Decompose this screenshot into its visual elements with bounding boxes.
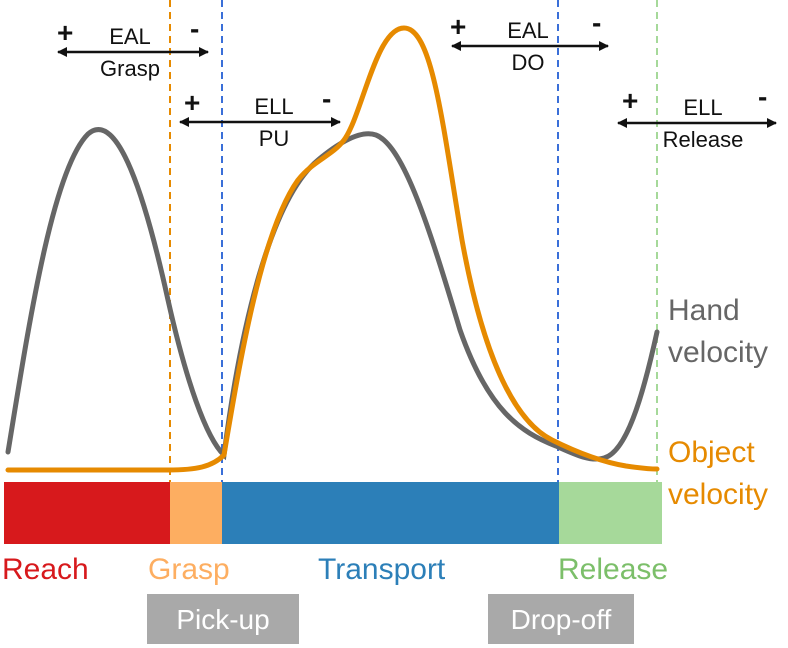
event-box-pickup <box>147 594 299 644</box>
interval-ell-pu-minus: - <box>322 83 331 114</box>
phase-label-grasp: Grasp <box>148 553 230 586</box>
interval-ell-release-top: ELL <box>683 95 722 120</box>
phase-bar-reach <box>4 482 170 544</box>
interval-eal-grasp-plus: + <box>57 17 73 48</box>
interval-eal-grasp-bottom: Grasp <box>100 56 160 81</box>
event-label-pickup: Pick-up <box>176 604 269 635</box>
interval-eal-do-bottom: DO <box>512 50 545 75</box>
interval-ell-pu-plus: + <box>184 87 200 118</box>
legend-hand-line1: Hand <box>668 294 740 327</box>
hand-velocity-curve <box>5 127 660 462</box>
interval-eal-do-top: EAL <box>507 18 549 43</box>
phase-label-reach: Reach <box>2 553 89 586</box>
interval-ell-pu-top: ELL <box>254 94 293 119</box>
interval-eal-grasp-minus: - <box>190 13 199 44</box>
interval-ell-pu-bottom: PU <box>259 126 290 151</box>
legend-hand-line2: velocity <box>668 336 768 369</box>
interval-ell-release-minus: - <box>758 81 767 112</box>
interval-ell-release-bottom: Release <box>663 127 744 152</box>
event-box-dropoff <box>488 594 634 644</box>
phase-bar-transport <box>222 482 559 544</box>
interval-eal-do-plus: + <box>450 11 466 42</box>
phase-bar-grasp <box>170 482 222 544</box>
interval-eal-do-minus: - <box>592 7 601 38</box>
phase-label-transport: Transport <box>318 553 446 586</box>
interval-eal-grasp-top: EAL <box>109 24 151 49</box>
event-label-dropoff: Drop-off <box>511 604 612 635</box>
interval-ell-release-plus: + <box>622 85 638 116</box>
phase-bar-release <box>559 482 662 544</box>
phase-label-release: Release <box>558 553 668 586</box>
legend-object-line1: Object <box>668 436 755 469</box>
object-velocity-curve <box>5 25 660 473</box>
legend-object-line2: velocity <box>668 478 768 511</box>
